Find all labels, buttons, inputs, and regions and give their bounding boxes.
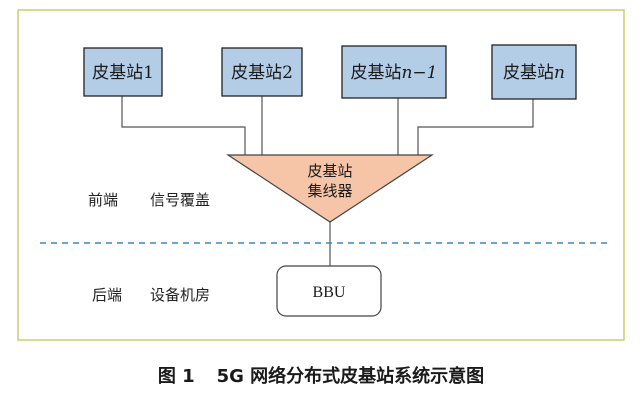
zone-side-back: 后端	[92, 286, 122, 304]
bbu-unit: BBU	[276, 265, 382, 317]
figure-number: 图 1	[158, 366, 195, 387]
bbu-box	[276, 265, 382, 317]
femtocell-label: 皮基站2	[231, 63, 293, 83]
figure-caption: 图 1 5G 网络分布式皮基站系统示意图	[158, 365, 484, 387]
femtocell-node-1: 皮基站1	[83, 47, 163, 97]
zone-front-label: 前端 信号覆盖	[88, 191, 210, 209]
zone-function-back: 设备机房	[150, 286, 210, 304]
femtocell-label: 皮基站1	[92, 63, 154, 83]
femtocell-label: 皮基站n−1	[350, 63, 437, 83]
femtocell-box	[341, 45, 447, 99]
femtocell-box	[83, 47, 163, 97]
zone-side-front: 前端	[88, 191, 118, 209]
hub-triangle	[225, 154, 435, 223]
hub-label-line-2: 集线器	[307, 182, 352, 200]
femtocell-node-n-1: 皮基站n−1	[341, 45, 447, 99]
bbu-label: BBU	[313, 284, 346, 301]
connector-femtocell-1	[121, 96, 246, 155]
femtocell-box	[221, 47, 303, 97]
diagram-frame	[17, 9, 625, 341]
hub-label-line-1: 皮基站	[307, 162, 352, 180]
connector-lines	[121, 96, 534, 266]
figure-title: 5G 网络分布式皮基站系统示意图	[217, 365, 485, 387]
femtocell-node-n: 皮基站n	[491, 44, 577, 100]
femtocell-box	[491, 44, 577, 100]
zone-function-front: 信号覆盖	[150, 191, 210, 209]
femtocell-node-2: 皮基站2	[221, 47, 303, 97]
femtocell-label: 皮基站n	[503, 63, 565, 83]
femtocell-hub: 皮基站 集线器	[225, 154, 435, 223]
zone-back-label: 后端 设备机房	[92, 286, 210, 304]
connector-femtocell-n	[417, 99, 534, 155]
